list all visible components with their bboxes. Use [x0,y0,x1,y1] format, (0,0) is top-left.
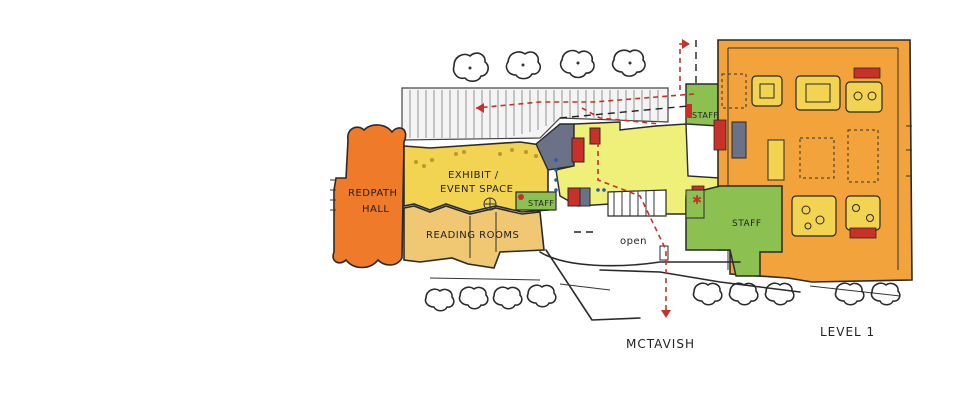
open-label: open [620,236,647,247]
tree-icon [559,49,595,79]
tree-icon [452,52,490,82]
exhibit-event-space: EXHIBIT / EVENT SPACE [403,141,549,213]
arrow-icon [682,39,690,49]
tree-icon [764,282,795,306]
redpath-hall: REDPATH HALL [330,124,407,269]
tree-icon [870,282,901,306]
staff-right-label: STAFF [732,219,762,229]
street-label: MCTAVISH [626,337,695,351]
staff-area-small: STAFF [515,191,557,211]
tree-icon-row-top [452,49,646,82]
staff-small-label: STAFF [528,199,555,208]
arrow-icon [661,310,671,318]
tree-icon [458,286,489,310]
exhibit-label-1: EXHIBIT / [448,170,499,181]
stair-icon [607,189,667,217]
table-icon [751,75,783,107]
table-icon [845,195,881,231]
tree-icon [492,286,523,310]
level-label: LEVEL 1 [820,325,875,339]
staff-area-right: STAFF ✱ [685,185,783,277]
redpath-hall-label-1: REDPATH [348,188,398,199]
tree-icon-row-bottom [424,282,901,312]
reading-rooms: READING ROOMS [403,205,545,269]
tree-icon [424,288,455,312]
table-icon [845,81,883,113]
reading-rooms-label: READING ROOMS [426,230,519,241]
tree-icon [526,284,557,308]
redpath-hall-label-2: HALL [362,204,390,215]
tree-icon [728,282,759,306]
circulation-lines [429,40,901,321]
table-icon [795,75,841,111]
arrow-icon-paths [475,39,695,318]
tree-icon [692,282,723,306]
arrow-icon [476,103,484,113]
staff-top-label: STAFF [692,111,719,120]
tree-icon [834,282,865,306]
tree-icon [611,49,646,77]
tree-icon [505,51,541,80]
table-icon [791,195,837,237]
exhibit-label-2: EVENT SPACE [440,184,513,195]
asterisk-mark: ✱ [692,193,702,207]
central-atrium [554,121,721,217]
